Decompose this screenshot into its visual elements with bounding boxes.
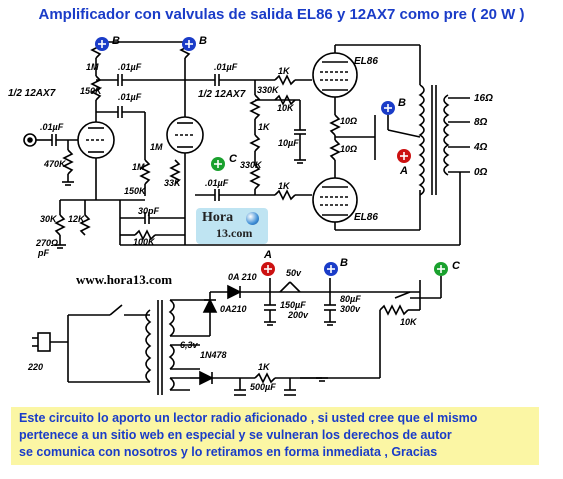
label-r-100k: 100K xyxy=(133,237,156,247)
terminal-b-label-3: B xyxy=(398,97,406,109)
power-transformer xyxy=(145,299,210,395)
label-r-470k: 470K xyxy=(43,159,67,169)
output-transformer xyxy=(387,45,470,230)
label-c-01b: .01µF xyxy=(118,92,142,102)
terminal-b-3: B xyxy=(381,97,406,115)
note-line-3: se comunica con nosotros y lo retiramos … xyxy=(19,445,438,459)
label-c-80: 80µF xyxy=(340,294,361,304)
cathode-resistors-10r xyxy=(329,114,376,161)
terminal-a-label-1: A xyxy=(399,165,408,177)
label-pot-10k: 10K xyxy=(400,317,418,327)
label-r-1k-b: 1K xyxy=(278,181,291,191)
label-r-330k-b: 330K xyxy=(240,160,263,170)
label-tap-8: 8Ω xyxy=(474,117,488,128)
note-line-2: pertenece a un sitio web en especial y s… xyxy=(19,428,452,442)
label-v-300: 300v xyxy=(340,304,361,314)
rectifier-diodes xyxy=(190,284,300,386)
tube-el86-top xyxy=(312,44,420,115)
label-c-10uf: 10µF xyxy=(278,138,299,148)
terminal-a-1: A xyxy=(397,149,411,177)
label-r-330k-a: 330K xyxy=(257,85,280,95)
label-mains: 220 xyxy=(27,362,43,372)
feedback-network xyxy=(54,172,461,249)
filter-caps xyxy=(234,278,420,396)
input-connector xyxy=(23,133,78,147)
label-r-1m-top: 1M xyxy=(86,62,99,72)
bias-network xyxy=(249,80,306,195)
globe-icon xyxy=(246,212,259,225)
note-line-1: Este circuito lo aporto un lector radio … xyxy=(19,411,478,425)
terminal-c-label-2: C xyxy=(452,260,461,272)
terminal-b-label-4: B xyxy=(340,257,348,269)
label-r-10r-a: 10Ω xyxy=(340,116,357,126)
terminal-c-2: C xyxy=(434,260,461,276)
page-title: Amplificador con valvulas de salida EL86… xyxy=(38,6,525,23)
tube-label-out-top: EL86 xyxy=(354,56,378,67)
tube-label-out-bottom: EL86 xyxy=(354,212,378,223)
label-r-1m-mid: 1M xyxy=(132,162,145,172)
terminal-b-2: B xyxy=(182,35,207,51)
label-diode-c: 1N478 xyxy=(200,350,227,360)
logo-text-2: 13.com xyxy=(216,226,253,240)
terminal-a-label-2: A xyxy=(263,249,272,261)
terminal-b-label-1: B xyxy=(112,35,120,47)
label-tap-0: 0Ω xyxy=(474,167,488,178)
label-diode-a: 0A 210 xyxy=(228,272,257,282)
tube-el86-bottom xyxy=(312,160,420,231)
website-link[interactable]: www.hora13.com xyxy=(76,272,173,287)
bias-pot-10k xyxy=(379,276,442,378)
label-r-270: 270Ω xyxy=(35,238,58,248)
logo-text-1: Hora xyxy=(202,210,234,225)
tube-12ax7-a xyxy=(77,100,115,200)
label-r-1k-a: 1K xyxy=(278,66,291,76)
label-r-1k-c: 1K xyxy=(258,362,271,372)
label-r-150k-b: 150K xyxy=(124,186,147,196)
terminal-c-1: C xyxy=(211,153,238,171)
label-diode-b: 0A210 xyxy=(220,304,247,314)
label-tap-4: 4Ω xyxy=(473,142,488,153)
mains-plug xyxy=(32,332,68,352)
label-c-01c: .01µF xyxy=(214,62,238,72)
label-c-in: .01µF xyxy=(40,122,64,132)
label-r-30k: 30K xyxy=(40,214,58,224)
label-c-pf: pF xyxy=(37,248,49,258)
label-c-01a: .01µF xyxy=(118,62,142,72)
label-v-200: 200v xyxy=(287,310,309,320)
disclaimer-note: Este circuito lo aporto un lector radio … xyxy=(11,407,539,465)
terminal-b-4: B xyxy=(324,257,348,276)
label-r-1k-pot: 1K xyxy=(258,122,271,132)
label-r-150k-a: 150K xyxy=(80,86,103,96)
label-c-30pf: 30pF xyxy=(138,206,160,216)
label-r-1m-vert: 1M xyxy=(150,142,163,152)
terminal-c-label-1: C xyxy=(229,153,238,165)
label-r-33k: 33K xyxy=(164,178,182,188)
power-switch xyxy=(67,304,150,383)
label-r-12k: 12K xyxy=(68,214,86,224)
tube-label-pre-b: 1/2 12AX7 xyxy=(198,89,246,100)
label-c-01d: .01µF xyxy=(205,178,229,188)
tube-label-pre-a: 1/2 12AX7 xyxy=(8,88,56,99)
label-heater: 6,3v xyxy=(180,340,199,350)
label-c-150: 150µF xyxy=(280,300,306,310)
tube-12ax7-b xyxy=(166,41,204,200)
terminal-b-label-2: B xyxy=(199,35,207,47)
terminal-b-1: B xyxy=(95,35,120,51)
coupling-caps-a xyxy=(96,74,185,196)
label-r-10k: 10K xyxy=(277,103,295,113)
cathode-resistor-33k xyxy=(169,159,181,185)
label-r-10r-b: 10Ω xyxy=(340,144,357,154)
terminal-a-2: A xyxy=(261,249,275,276)
grid-resistor-470k xyxy=(62,140,74,186)
label-c-500: 500µF xyxy=(250,382,276,392)
label-tap-16: 16Ω xyxy=(474,93,493,104)
hora13-logo: Hora 13.com xyxy=(196,208,268,244)
coupling-caps-b xyxy=(185,74,312,201)
label-v-50: 50v xyxy=(286,268,302,278)
